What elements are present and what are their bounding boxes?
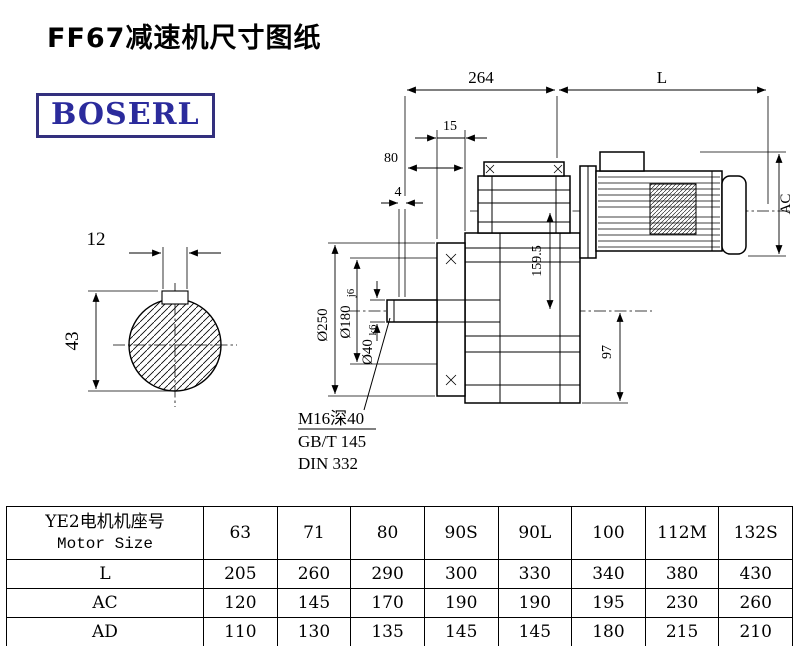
table-cell: 380	[644, 559, 720, 589]
size-col-63: 63	[203, 506, 278, 560]
dim-4: 4	[395, 185, 402, 200]
housing-body	[464, 232, 581, 404]
table-cell: 215	[644, 617, 720, 646]
cap-screw-mark	[485, 164, 495, 174]
table-cell: 110	[203, 617, 278, 646]
size-col-80: 80	[350, 506, 425, 560]
table-cell: 195	[571, 588, 646, 618]
row-label-L: L	[6, 559, 204, 589]
motor-nameplate	[649, 183, 697, 235]
motor-size-table: YE2电机机座号 Motor Size 63 71 80 90S 90L 100…	[6, 506, 793, 646]
table-cell: 210	[718, 617, 793, 646]
dim-80: 80	[384, 151, 398, 166]
table-cell: 170	[350, 588, 425, 618]
size-col-112m: 112M	[644, 506, 720, 560]
table-cell: 205	[203, 559, 278, 589]
table-cell: 290	[350, 559, 425, 589]
housing-cap	[483, 161, 565, 177]
table-cell: 300	[423, 559, 499, 589]
table-cell: 135	[350, 617, 425, 646]
table-cell: 430	[718, 559, 793, 589]
dim-spigot-dia: Ø180	[338, 305, 354, 338]
dim-AC: AC	[778, 194, 794, 215]
size-col-90l: 90L	[497, 506, 573, 560]
dim-shaft-tol: k6	[367, 324, 379, 336]
keyway-notch	[161, 290, 189, 305]
table-cell: 190	[423, 588, 499, 618]
table-cell: 330	[497, 559, 573, 589]
table-header-row: YE2电机机座号 Motor Size 63 71 80 90S 90L 100…	[6, 506, 793, 560]
note-standard-gbt: GB/T 145	[298, 432, 366, 451]
dim-159-5: 159.5	[530, 245, 545, 277]
dim-L: L	[657, 68, 667, 87]
motor-endcap	[721, 175, 747, 255]
note-tap-hole: M16深40	[298, 409, 364, 428]
table-cell: 230	[644, 588, 720, 618]
row-label-AC: AC	[6, 588, 204, 618]
shaft-end-notes: M16深40 GB/T 145 DIN 332	[298, 317, 391, 473]
size-col-132s: 132S	[718, 506, 793, 560]
table-cell: 145	[276, 588, 352, 618]
table-cell: 145	[423, 617, 499, 646]
dim-97: 97	[600, 345, 615, 359]
cap-screw-mark	[553, 164, 563, 174]
size-col-100: 100	[571, 506, 646, 560]
brand-logo-text: BOSERL	[51, 97, 200, 132]
table-header-en: Motor Size	[56, 534, 153, 553]
brand-logo: BOSERL	[36, 93, 215, 138]
dimensions: 264 L 15 80 4 AC	[315, 68, 794, 404]
table-header-cn: YE2电机机座号	[45, 511, 165, 532]
terminal-box	[599, 151, 645, 172]
note-standard-din: DIN 332	[298, 454, 358, 473]
dim-15: 15	[443, 119, 457, 134]
table-row-AC: AC 120 145 170 190 190 195 230 260	[6, 588, 793, 618]
output-shaft	[386, 299, 438, 323]
shaft-section-view: 12 43	[62, 229, 237, 407]
row-label-AD: AD	[6, 617, 204, 646]
dim-key-height: 43	[62, 332, 83, 351]
size-col-71: 71	[276, 506, 352, 560]
flange-bolt-mark	[445, 253, 457, 265]
shaft-section-circle	[128, 298, 222, 392]
table-row-L: L 205 260 290 300 330 340 380 430	[6, 559, 793, 589]
table-cell: 340	[571, 559, 646, 589]
dim-264: 264	[468, 68, 494, 87]
table-cell: 145	[497, 617, 573, 646]
table-cell: 120	[203, 588, 278, 618]
size-col-90s: 90S	[423, 506, 499, 560]
gearbox-side-view	[348, 151, 792, 404]
dim-key-width: 12	[87, 229, 106, 250]
table-cell: 260	[718, 588, 793, 618]
flange-bolt-mark	[445, 374, 457, 386]
table-row-AD: AD 110 130 135 145 145 180 215 210	[6, 617, 793, 646]
table-cell: 130	[276, 617, 352, 646]
table-cell: 180	[571, 617, 646, 646]
dim-shaft-dia: Ø40	[360, 339, 376, 365]
dim-spigot-tol: j6	[345, 288, 357, 298]
table-header-motor-size: YE2电机机座号 Motor Size	[6, 506, 204, 560]
table-cell: 260	[276, 559, 352, 589]
mounting-flange	[436, 242, 466, 397]
dim-flange-dia: Ø250	[315, 308, 331, 341]
table-cell: 190	[497, 588, 573, 618]
motor	[579, 151, 747, 259]
housing-upper	[477, 175, 571, 234]
page-title: FF67减速机尺寸图纸	[47, 23, 322, 54]
